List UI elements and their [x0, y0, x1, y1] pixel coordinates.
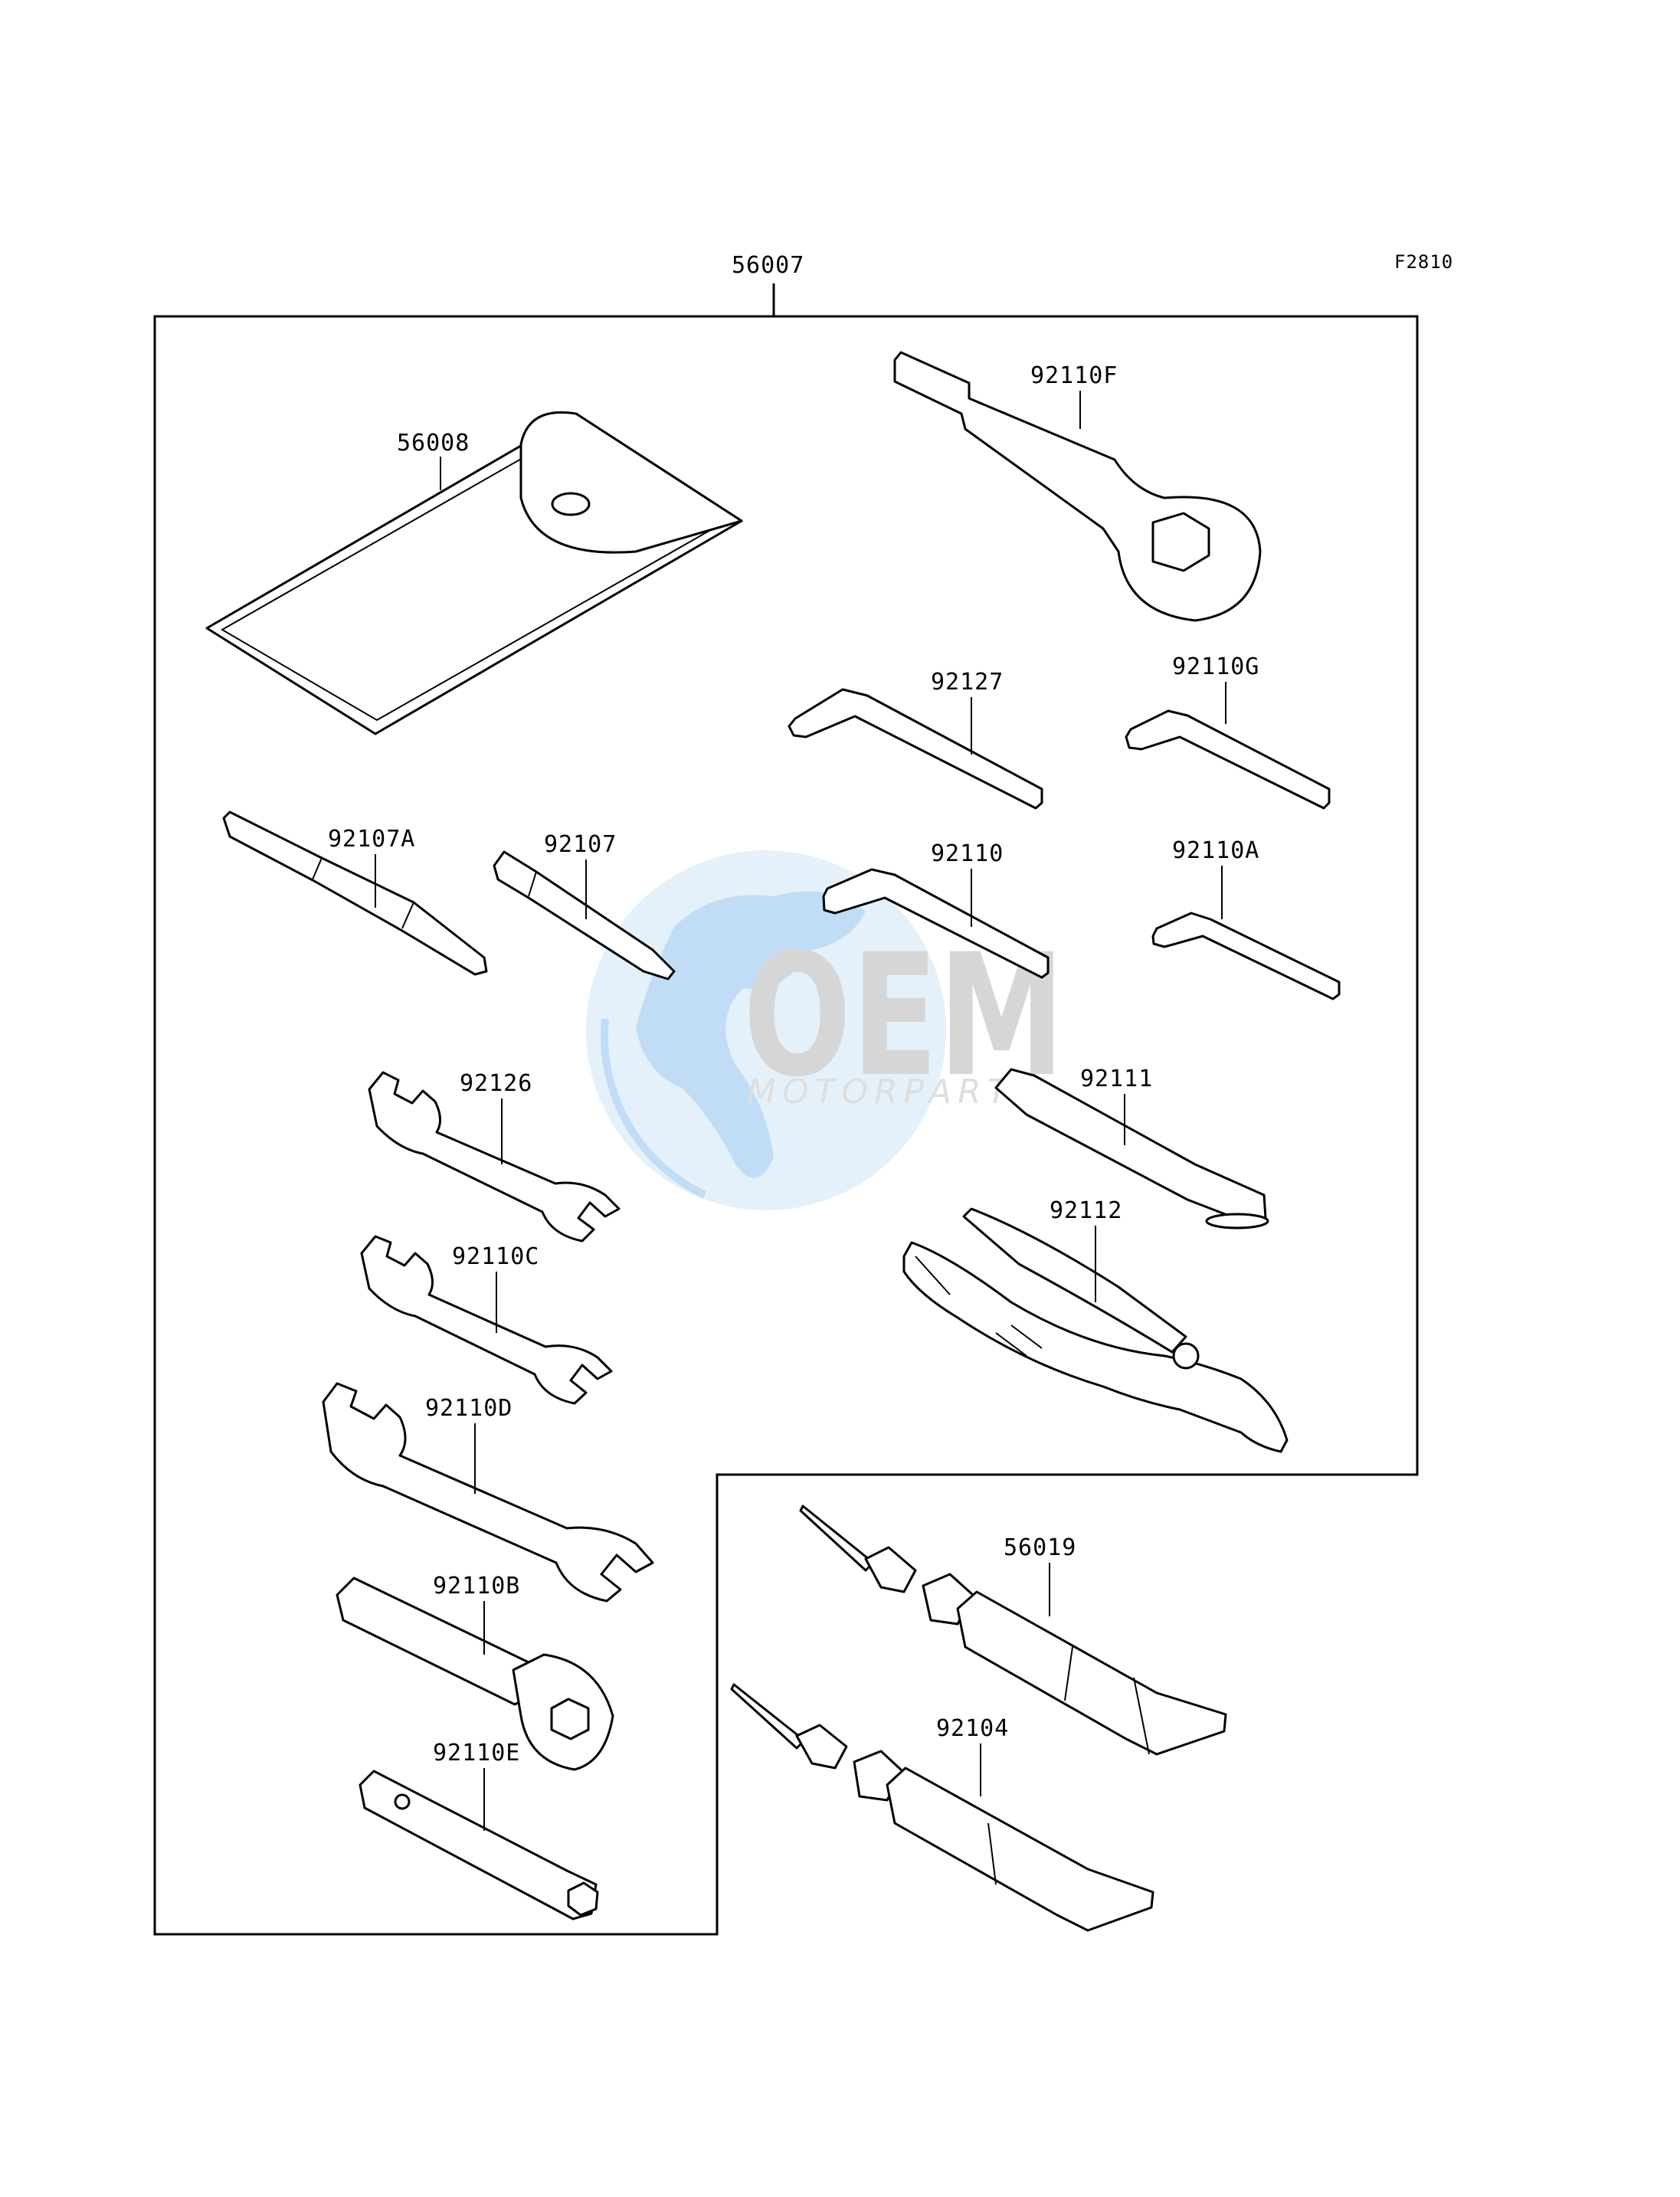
open-wrench-92126-icon [368, 1071, 621, 1243]
part-label-92110B: 92110B [433, 1573, 520, 1599]
grease-tube-56019-icon [799, 1505, 1227, 1756]
box-wrench-icon [893, 351, 1262, 622]
part-label-92110F: 92110F [1030, 362, 1118, 389]
part-label-92110D: 92110D [425, 1395, 513, 1422]
open-wrench-92110D-icon [322, 1382, 654, 1603]
tool-bag-icon [205, 411, 743, 735]
screwdriver-92107A-icon [222, 810, 488, 976]
tube-wrench-92110B-icon [336, 1577, 614, 1771]
pliers-icon [902, 1207, 1289, 1453]
open-wrench-92110C-icon [360, 1235, 613, 1405]
extension-bar-icon [994, 1068, 1269, 1229]
part-label-56019: 56019 [1004, 1534, 1076, 1561]
screwdriver-92107-icon [493, 850, 676, 981]
part-label-92126: 92126 [460, 1070, 532, 1097]
figure-code: F2810 [1394, 251, 1453, 273]
assembly-label: 56007 [732, 252, 804, 279]
part-label-56008: 56008 [397, 430, 470, 457]
part-label-92107A: 92107A [328, 826, 415, 853]
hex-key-92127-icon [788, 688, 1043, 810]
part-label-92110: 92110 [931, 840, 1004, 867]
part-label-92110A: 92110A [1172, 837, 1259, 864]
hex-key-92110A-icon [1151, 912, 1341, 1000]
tube-wrench-92110E-icon [359, 1770, 599, 1920]
part-label-92104: 92104 [936, 1715, 1009, 1742]
part-label-92127: 92127 [931, 669, 1004, 696]
part-label-92110C: 92110C [452, 1243, 539, 1270]
part-label-92107: 92107 [544, 831, 617, 858]
part-label-92112: 92112 [1050, 1197, 1122, 1224]
hex-key-92110G-icon [1125, 709, 1331, 810]
part-label-92110E: 92110E [433, 1740, 520, 1766]
part-label-92111: 92111 [1080, 1066, 1153, 1092]
hex-key-92110-icon [822, 868, 1050, 979]
grease-tube-92104-icon [730, 1683, 1154, 1932]
part-label-92110G: 92110G [1172, 653, 1259, 680]
watermark-sub: MOTORPARTS [747, 1072, 1042, 1112]
assembly-frame [153, 283, 1419, 1936]
watermark-continents-icon [636, 891, 866, 1178]
